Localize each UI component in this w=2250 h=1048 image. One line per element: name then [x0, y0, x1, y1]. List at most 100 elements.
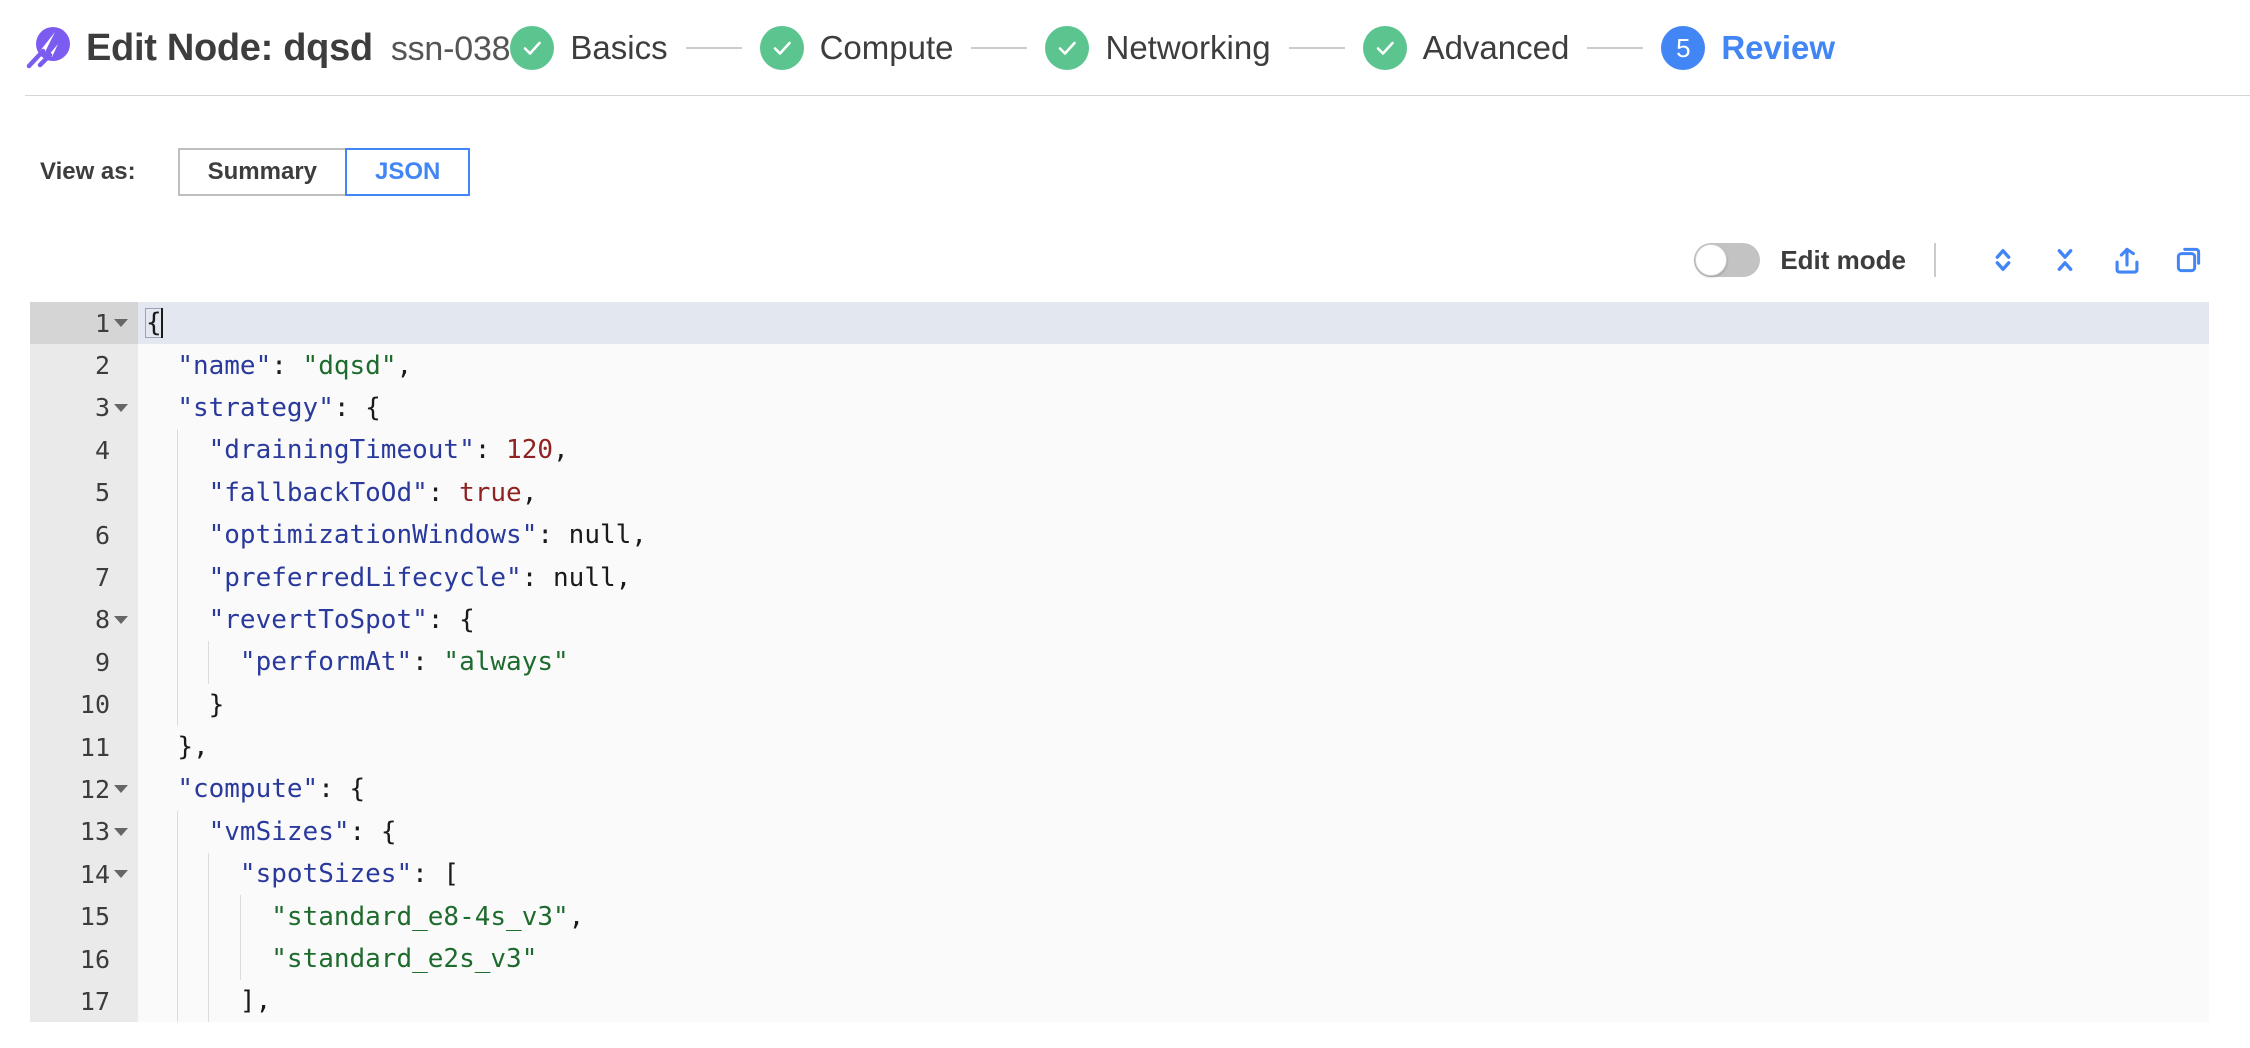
copy-icon[interactable] [2166, 237, 2212, 283]
line-number-gutter: 5 [30, 471, 138, 514]
line-number-gutter: 10 [30, 683, 138, 726]
text-caret [160, 308, 163, 339]
line-number-gutter: 4 [30, 429, 138, 472]
export-icon[interactable] [2104, 237, 2150, 283]
step-label-review: Review [1721, 29, 1836, 66]
step-label-networking: Networking [1105, 29, 1271, 66]
line-number-gutter: 3 [30, 386, 138, 430]
code-line-text[interactable]: "optimizationWindows": null, [138, 513, 2209, 557]
code-line[interactable]: 11 }, [30, 725, 2209, 769]
view-as-label: View as: [40, 158, 136, 185]
line-number-gutter: 6 [30, 513, 138, 557]
code-line[interactable]: 12 "compute": { [30, 768, 2209, 811]
line-number: 7 [94, 563, 110, 593]
code-line[interactable]: 10 } [30, 683, 2209, 726]
code-line[interactable]: 15 "standard_e8-4s_v3", [30, 895, 2209, 938]
fold-toggle-icon[interactable] [110, 616, 132, 624]
view-as-toggle-group: Summary JSON [177, 148, 471, 196]
code-line-text[interactable]: } [138, 683, 2209, 726]
toolbar-divider [1934, 243, 1936, 277]
code-line[interactable]: 3 "strategy": { [30, 386, 2209, 430]
code-line[interactable]: 16 "standard_e2s_v3" [30, 937, 2209, 981]
code-line[interactable]: 2 "name": "dqsd", [30, 344, 2209, 387]
indent-guide [177, 429, 179, 472]
code-line-text[interactable]: "standard_e8-4s_v3", [138, 895, 2209, 938]
line-number-gutter: 9 [30, 641, 138, 684]
line-number-gutter: 1 [30, 302, 138, 345]
code-line-text[interactable]: "drainingTimeout": 120, [138, 429, 2209, 472]
line-number: 6 [94, 520, 110, 550]
code-line[interactable]: 17 ], [30, 980, 2209, 1022]
code-line-text[interactable]: "preferredLifecycle": null, [138, 556, 2209, 599]
code-line[interactable]: 14 "spotSizes": [ [30, 853, 2209, 896]
view-as-row: View as: Summary JSON [0, 148, 2250, 196]
collapse-all-icon[interactable] [2042, 237, 2088, 283]
fold-toggle-icon[interactable] [110, 828, 132, 836]
edit-mode-toggle[interactable] [1694, 243, 1761, 277]
line-number-gutter: 15 [30, 895, 138, 938]
step-basics[interactable]: Basics [510, 26, 668, 70]
line-number-gutter: 7 [30, 556, 138, 599]
code-line-text[interactable]: }, [177, 732, 209, 763]
check-icon [1362, 26, 1407, 70]
code-line[interactable]: 6 "optimizationWindows": null, [30, 513, 2209, 557]
indent-guide [177, 641, 179, 684]
indent-guide [177, 980, 179, 1022]
step-label-compute: Compute [819, 29, 954, 66]
fold-toggle-icon[interactable] [110, 404, 132, 412]
json-code-editor[interactable]: 1{2 "name": "dqsd",3 "strategy": {4 "dra… [30, 302, 2209, 1022]
step-networking[interactable]: Networking [1045, 26, 1271, 70]
code-line-text[interactable]: "spotSizes": [ [138, 853, 2209, 896]
indent-guide [177, 810, 179, 854]
code-line[interactable]: 13 "vmSizes": { [30, 810, 2209, 854]
line-number: 9 [94, 647, 110, 677]
fold-toggle-icon[interactable] [110, 870, 132, 878]
indent-guide [208, 853, 210, 896]
code-line-text[interactable]: "performAt": "always" [138, 641, 2209, 684]
indent-guide [177, 556, 179, 599]
expand-all-icon[interactable] [1980, 237, 2026, 283]
line-number-gutter: 2 [30, 344, 138, 387]
indent-guide [177, 513, 179, 557]
header-divider [25, 95, 2250, 96]
step-compute[interactable]: Compute [759, 26, 954, 70]
indent-guide [208, 937, 210, 981]
code-line-text[interactable]: "revertToSpot": { [138, 598, 2209, 642]
line-number: 15 [79, 902, 110, 932]
code-line-text[interactable]: ], [138, 980, 2209, 1022]
code-line-text[interactable]: "compute": { [177, 774, 366, 805]
line-number: 1 [94, 308, 110, 338]
code-line[interactable]: 7 "preferredLifecycle": null, [30, 556, 2209, 599]
indent-guide [208, 641, 210, 684]
view-as-json-button[interactable]: JSON [345, 148, 471, 196]
indent-guide [208, 895, 210, 938]
indent-guide [177, 471, 179, 514]
line-number: 2 [94, 351, 110, 381]
line-number-gutter: 8 [30, 598, 138, 642]
code-line[interactable]: 9 "performAt": "always" [30, 641, 2209, 684]
line-number: 8 [94, 605, 110, 635]
fold-toggle-icon[interactable] [110, 319, 132, 327]
step-advanced[interactable]: Advanced [1362, 26, 1569, 70]
code-line[interactable]: 5 "fallbackToOd": true, [30, 471, 2209, 514]
code-line-text[interactable]: "fallbackToOd": true, [138, 471, 2209, 514]
step-review[interactable]: 5 Review [1661, 26, 1835, 70]
view-as-summary-button[interactable]: Summary [177, 148, 346, 196]
line-number: 17 [79, 986, 110, 1016]
step-number: 5 [1676, 33, 1691, 63]
code-line-text[interactable]: "vmSizes": { [138, 810, 2209, 854]
line-number: 12 [79, 774, 110, 804]
toggle-knob [1695, 244, 1728, 276]
code-line[interactable]: 8 "revertToSpot": { [30, 598, 2209, 642]
line-number: 13 [79, 817, 110, 847]
code-line[interactable]: 4 "drainingTimeout": 120, [30, 429, 2209, 472]
code-line[interactable]: 1{ [30, 302, 2209, 345]
code-line-text[interactable]: { [138, 302, 2209, 345]
code-line-text[interactable]: "strategy": { [177, 392, 381, 423]
app-header: Edit Node: dqsd ssn-038 Basics Compute N… [0, 0, 2250, 96]
line-number: 14 [79, 859, 110, 889]
wizard-stepper: Basics Compute Networking Advanced [510, 26, 2250, 70]
fold-toggle-icon[interactable] [110, 785, 132, 793]
code-line-text[interactable]: "name": "dqsd", [177, 350, 413, 381]
code-line-text[interactable]: "standard_e2s_v3" [138, 937, 2209, 981]
